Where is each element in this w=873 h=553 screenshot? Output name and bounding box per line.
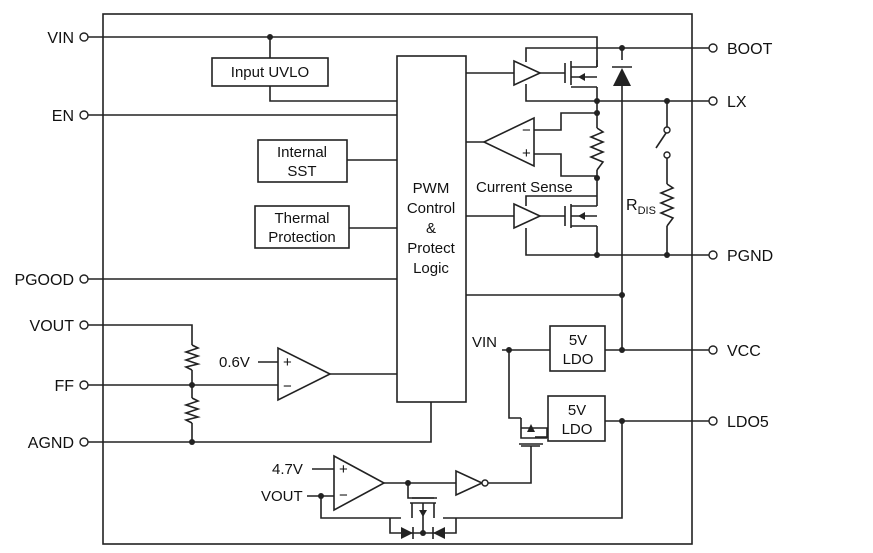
ldo5-block	[547, 395, 606, 442]
ldo5-comparator: + −	[333, 454, 386, 512]
pg-comp-plus: +	[283, 354, 292, 371]
pin-lx	[708, 96, 718, 106]
pwm-label-3: &	[426, 220, 436, 237]
ldo-comp-plus: +	[339, 461, 348, 478]
pin-en	[79, 110, 89, 120]
ldo-vcc-label-2: LDO	[563, 351, 594, 368]
thermal-label-2: Protection	[268, 229, 336, 246]
junction-dots	[189, 34, 670, 536]
pin-vin	[79, 32, 89, 42]
input-uvlo-label: Input UVLO	[231, 64, 309, 81]
high-side-mosfet	[564, 61, 597, 88]
pgood-comparator: + −	[277, 346, 332, 402]
ref-4v7-label: 4.7V	[272, 461, 303, 478]
body-diode-left	[401, 527, 414, 539]
divider-resistor-top	[183, 344, 201, 371]
ldo-comp-minus: −	[339, 487, 348, 504]
pwm-control-block	[396, 55, 467, 403]
pin-ldo5	[708, 416, 718, 426]
pin-label-agnd: AGND	[28, 435, 74, 452]
pin-label-vin: VIN	[47, 30, 74, 47]
discharge-switch	[655, 126, 671, 159]
inverter	[455, 469, 489, 497]
cs-amp-minus: −	[522, 122, 531, 139]
internal-sst-label-1: Internal	[277, 144, 327, 161]
pin-agnd	[79, 437, 89, 447]
low-side-driver	[513, 202, 542, 230]
pin-label-pgood: PGOOD	[14, 272, 74, 289]
pwm-label-1: PWM	[413, 180, 450, 197]
pin-label-vout: VOUT	[30, 318, 75, 335]
rdis-label: RDIS	[626, 197, 656, 217]
vin-internal-label: VIN	[472, 334, 497, 351]
pin-label-boot: BOOT	[727, 41, 773, 58]
divider-resistor-bottom	[183, 397, 201, 424]
pin-label-en: EN	[52, 108, 74, 125]
internal-sst-block	[257, 139, 348, 183]
ldo5-label-1: 5V	[568, 402, 586, 419]
current-sense-amplifier: − +	[482, 116, 535, 168]
rdis-resistor	[658, 183, 676, 227]
pins	[79, 32, 718, 447]
vout-internal-label: VOUT	[261, 488, 303, 505]
thermal-label-1: Thermal	[274, 210, 329, 227]
pin-label-vcc: VCC	[727, 343, 761, 360]
low-side-mosfet	[564, 204, 597, 228]
input-uvlo-block	[211, 57, 329, 87]
pin-pgnd	[708, 250, 718, 260]
pin-label-pgnd: PGND	[727, 248, 773, 265]
pwm-label-4: Protect	[407, 240, 455, 257]
pin-pgood	[79, 274, 89, 284]
thermal-protection-block	[254, 205, 350, 249]
high-side-driver	[513, 59, 542, 87]
cs-amp-plus: +	[522, 145, 531, 162]
pin-boot	[708, 43, 718, 53]
ldo5-label-2: LDO	[562, 421, 593, 438]
internal-sst-label-2: SST	[287, 163, 316, 180]
ldo5-switch-mosfet	[519, 418, 548, 447]
pwm-label-5: Logic	[413, 260, 449, 277]
boot-diode	[612, 66, 632, 86]
ldo-vcc-block	[549, 325, 606, 372]
current-sense-label: Current Sense	[476, 179, 573, 196]
pg-comp-minus: −	[283, 378, 292, 395]
pin-vout	[79, 320, 89, 330]
ref-0v6-label: 0.6V	[219, 354, 250, 371]
pin-vcc	[708, 345, 718, 355]
wires	[88, 36, 709, 534]
current-sense-resistor	[588, 127, 606, 171]
body-diode-right	[432, 527, 445, 539]
pin-ff	[79, 380, 89, 390]
pin-label-ldo5: LDO5	[727, 414, 769, 431]
pin-label-ff: FF	[54, 378, 74, 395]
pwm-label-2: Control	[407, 200, 455, 217]
vout-discharge-mosfet	[410, 497, 436, 533]
ldo-vcc-label-1: 5V	[569, 332, 587, 349]
pin-label-lx: LX	[727, 94, 747, 111]
